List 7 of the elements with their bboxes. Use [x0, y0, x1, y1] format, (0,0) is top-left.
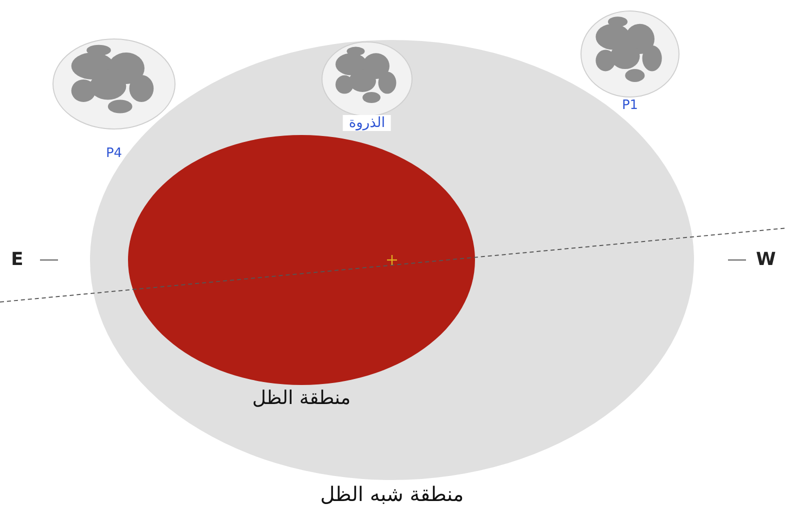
direction-label: E — [11, 249, 24, 270]
moon-label: P4 — [104, 146, 124, 161]
moon-label: الذروة — [342, 115, 392, 131]
moon-label: P1 — [620, 98, 640, 113]
region-label: منطقة الظل — [251, 387, 352, 409]
direction-label: W — [756, 249, 776, 270]
region-label: منطقة شبه الظل — [319, 482, 465, 506]
